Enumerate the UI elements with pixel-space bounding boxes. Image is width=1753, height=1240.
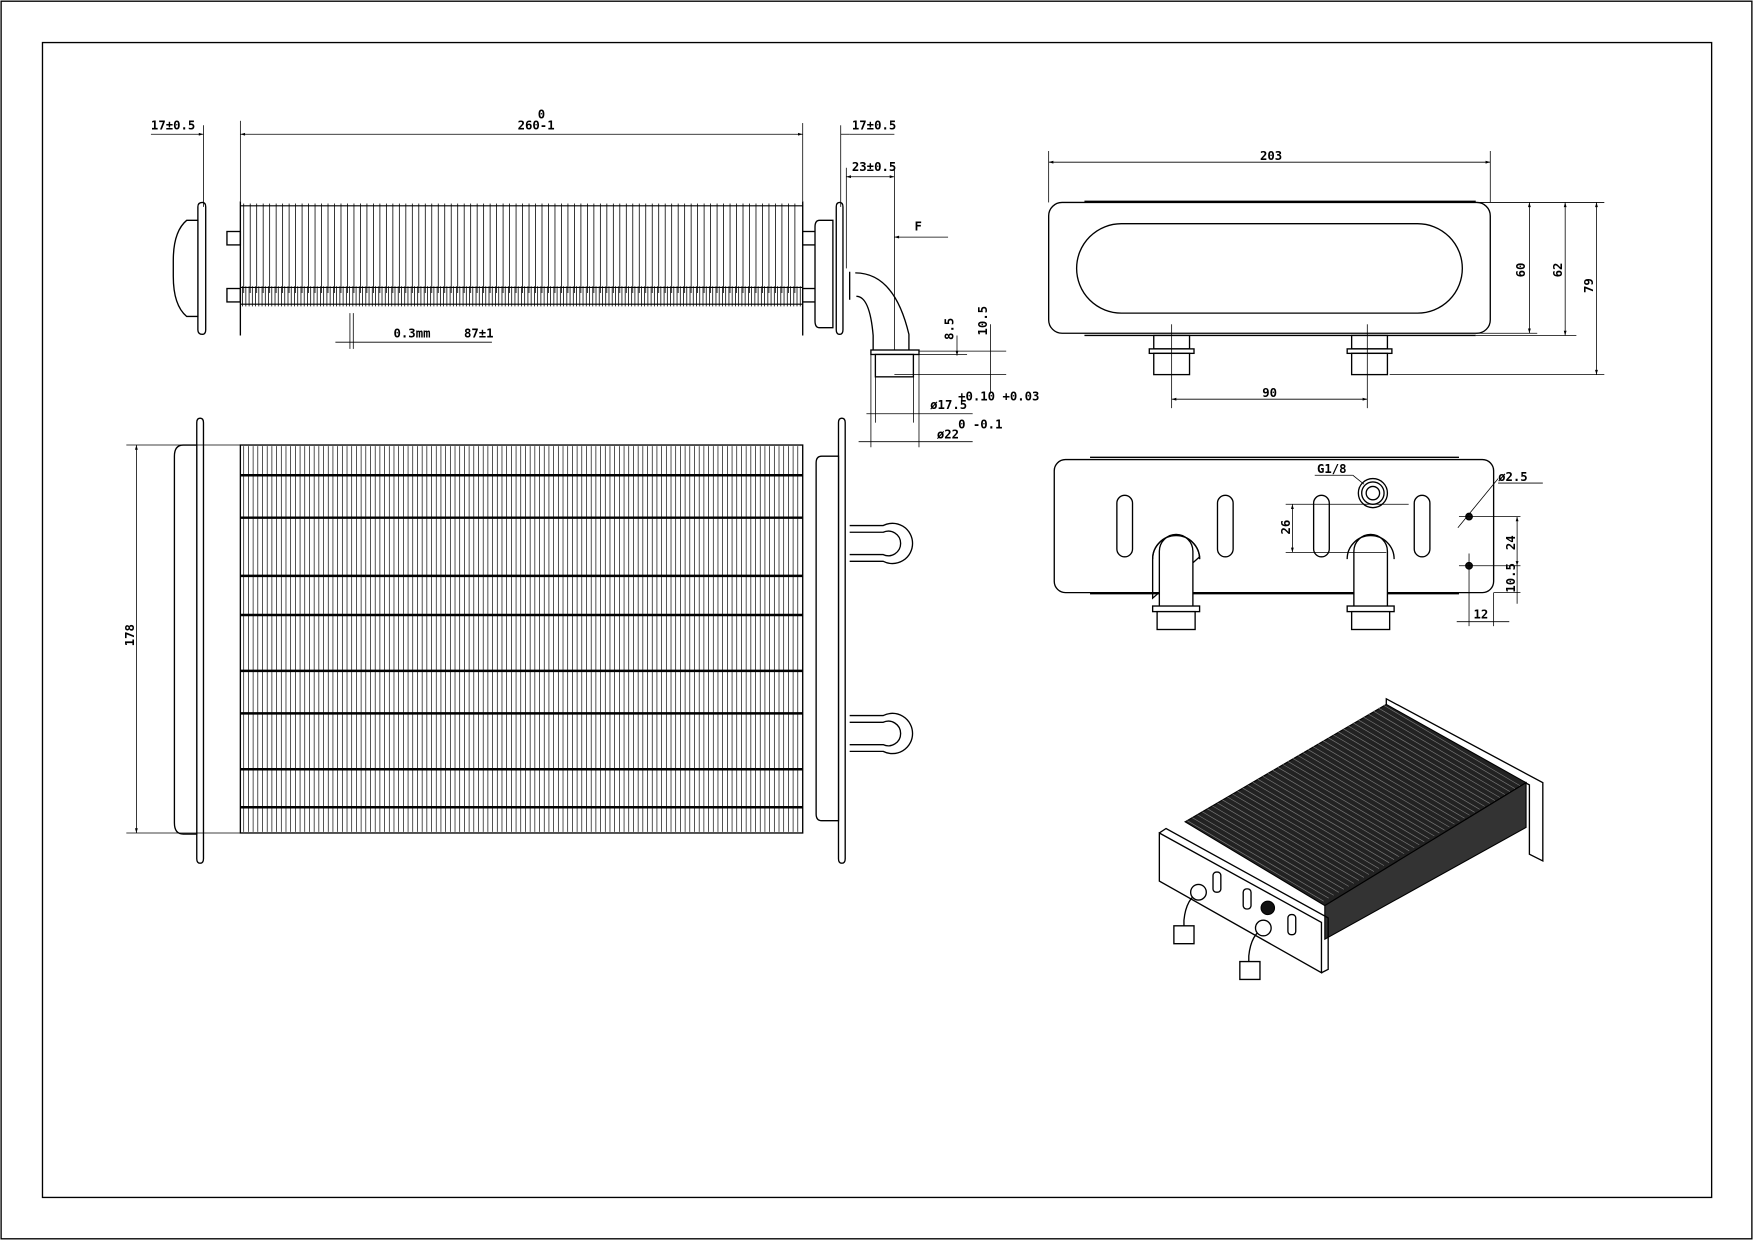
thread-label: G1/8 <box>1317 462 1347 476</box>
drawing-frame <box>41 41 1713 1199</box>
fin-line <box>1252 781 1390 863</box>
fin-line <box>1267 772 1405 855</box>
dim-79: 79 <box>1582 278 1596 293</box>
dim-left-cap: 17±0.5 <box>151 119 195 133</box>
fin-line <box>1237 790 1375 872</box>
fin-line <box>1348 725 1485 807</box>
side-view: 17±0.5 260-1 0 17±0.5 23±0.5 F 0.3mm 87±… <box>151 108 1039 448</box>
fin-line <box>1287 761 1425 843</box>
dim-inner-dia: ø17.5 <box>930 398 967 412</box>
fin-line <box>1338 731 1475 813</box>
fin-line <box>1302 752 1440 834</box>
fin-line <box>1297 755 1435 837</box>
fin-line <box>1202 811 1339 893</box>
hole-dia: ø2.5 <box>1498 470 1528 484</box>
dim-26: 26 <box>1279 520 1293 535</box>
dim-length-tol: 0 <box>538 108 545 122</box>
isometric-view <box>1158 697 1544 981</box>
dim-24: 24 <box>1504 535 1518 550</box>
dim-inner-tol: +0.10 +0.03 <box>958 389 1039 403</box>
fin-count: 87±1 <box>464 327 494 341</box>
dim-outer-tol: 0 -0.1 <box>958 417 1002 431</box>
fin-line <box>1227 796 1365 878</box>
fin-line <box>1262 775 1400 858</box>
fin-line <box>1378 707 1516 789</box>
dim-10-5: 10.5 <box>976 306 990 336</box>
fin-line <box>1353 722 1490 804</box>
fin-line <box>1282 764 1420 846</box>
dim-60: 60 <box>1514 263 1528 278</box>
fin-line <box>1373 710 1511 792</box>
fin-line <box>1277 767 1415 849</box>
dim-10-5-bottom: 10.5 <box>1504 563 1518 593</box>
dim-height: 178 <box>123 624 137 646</box>
fin-line <box>1242 787 1380 869</box>
fin-line <box>1322 740 1460 822</box>
fin-line <box>1212 805 1350 887</box>
fin-line <box>1222 799 1360 881</box>
dim-right-cap: 17±0.5 <box>852 119 896 133</box>
label-f: F <box>915 219 922 233</box>
fin-line <box>1368 713 1505 795</box>
fin-line <box>1358 719 1495 801</box>
fin-line <box>1292 758 1430 840</box>
dim-62: 62 <box>1551 263 1565 278</box>
fin-line <box>1312 746 1450 828</box>
fin-line <box>1257 778 1395 860</box>
dim-8-5: 8.5 <box>943 318 957 340</box>
fin-line <box>1327 737 1465 819</box>
dim-width: 203 <box>1260 149 1282 163</box>
fin-line <box>1197 814 1334 896</box>
fin-line <box>1232 793 1370 875</box>
fin-line <box>1247 784 1385 866</box>
fin-line <box>1333 734 1470 816</box>
front-view: 178 <box>123 417 914 864</box>
dim-pipe-offset: 23±0.5 <box>852 160 896 174</box>
fin-thickness: 0.3mm <box>394 327 431 341</box>
fin-line <box>1272 770 1410 852</box>
dim-port-spacing: 90 <box>1262 386 1277 400</box>
fin-line <box>1383 704 1521 786</box>
fin-line <box>1363 716 1500 798</box>
fin-line <box>1343 728 1480 810</box>
fin-line <box>1317 743 1455 825</box>
fin-line <box>1307 749 1445 831</box>
fin-line <box>1192 817 1329 899</box>
fin-line <box>1217 802 1355 884</box>
fin-line <box>1187 820 1324 902</box>
dim-length: 260-1 <box>518 119 555 133</box>
dim-12: 12 <box>1474 607 1489 621</box>
dim-outer-dia: ø22 <box>937 427 959 441</box>
fin-line <box>1207 808 1344 890</box>
end-view: 203 90 60 62 79 <box>1047 149 1605 409</box>
bottom-view: G1/8 ø2.5 26 24 10.5 12 <box>1053 456 1543 631</box>
